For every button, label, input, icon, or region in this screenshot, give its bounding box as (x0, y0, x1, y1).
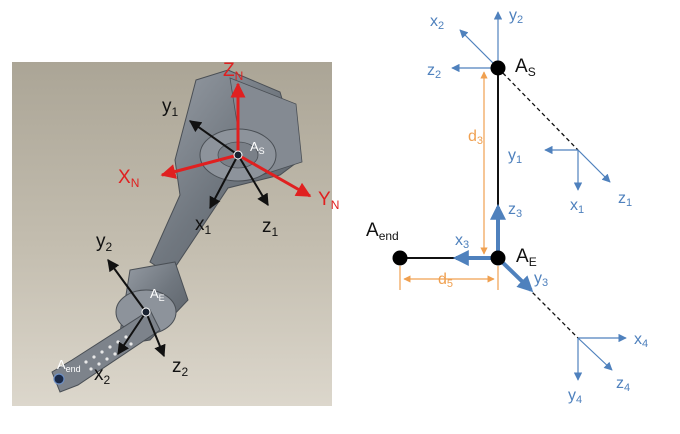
x1-label: x1 (195, 214, 212, 237)
y4-label-right: y4 (568, 387, 582, 406)
point-Aend-label: Aend (57, 357, 81, 374)
x1-axis-arrow (209, 154, 239, 210)
y1-label: y1 (162, 96, 179, 119)
point-AS-label-right: AS (515, 56, 536, 79)
point-AS-label: AS (250, 139, 265, 156)
y2-label: y2 (96, 231, 113, 254)
z2-axis-arrow (145, 311, 166, 358)
kinematic-schematic-panel: y2 x2 z2 AS y1 x1 z1 d3 z3 x3 y3 AE Aend… (366, 7, 648, 406)
z3-label-right: z3 (508, 201, 522, 220)
x2-label-right: x2 (430, 13, 444, 32)
xN-label: XN (118, 167, 139, 190)
point-AE-label: AE (150, 286, 165, 303)
x1-label-right: x1 (570, 197, 584, 216)
z1-label-right: z1 (618, 190, 632, 209)
x2-label: x2 (94, 364, 111, 387)
z4-label-right: z4 (616, 375, 630, 394)
y3-axis-right (496, 256, 534, 293)
y2-label-right: y2 (509, 7, 523, 26)
z2-label: z2 (172, 356, 189, 379)
shoulder-dashed-line (497, 67, 579, 151)
point-Aend-marker (53, 373, 65, 385)
d3-label: d3 (468, 128, 483, 147)
x4-label-right: x4 (634, 331, 648, 350)
arm-render-panel: ZN XN YN y1 x1 z1 AS y2 x2 z2 AE Aend (12, 60, 339, 406)
yN-label: YN (318, 189, 339, 212)
z4-axis-right (577, 337, 613, 371)
y2-axis-arrow (107, 259, 147, 313)
d5-label: d5 (438, 271, 453, 290)
y1-axis-arrow (189, 120, 239, 156)
z1-axis-right (577, 149, 611, 183)
y3-label-right: y3 (534, 270, 548, 289)
z2-label-right: z2 (427, 62, 441, 81)
z1-label: z1 (262, 216, 279, 239)
point-AE-node (490, 250, 506, 266)
point-AE-marker (141, 307, 151, 317)
zN-label: ZN (223, 60, 243, 83)
point-Aend-node (392, 250, 408, 266)
x2-axis-right (459, 29, 499, 69)
xN-axis-arrow (160, 153, 239, 179)
y1-label-right: y1 (508, 147, 522, 166)
point-AS-marker (233, 150, 243, 160)
x2-axis-arrow (117, 311, 147, 355)
point-AS-node (490, 60, 506, 76)
x3-label-right: x3 (455, 232, 469, 251)
elbow-dashed-line (497, 257, 579, 339)
point-AE-label-right: AE (516, 246, 537, 269)
yN-axis-arrow (237, 153, 312, 198)
z1-axis-arrow (237, 154, 269, 207)
point-Aend-label-right: Aend (366, 220, 399, 243)
